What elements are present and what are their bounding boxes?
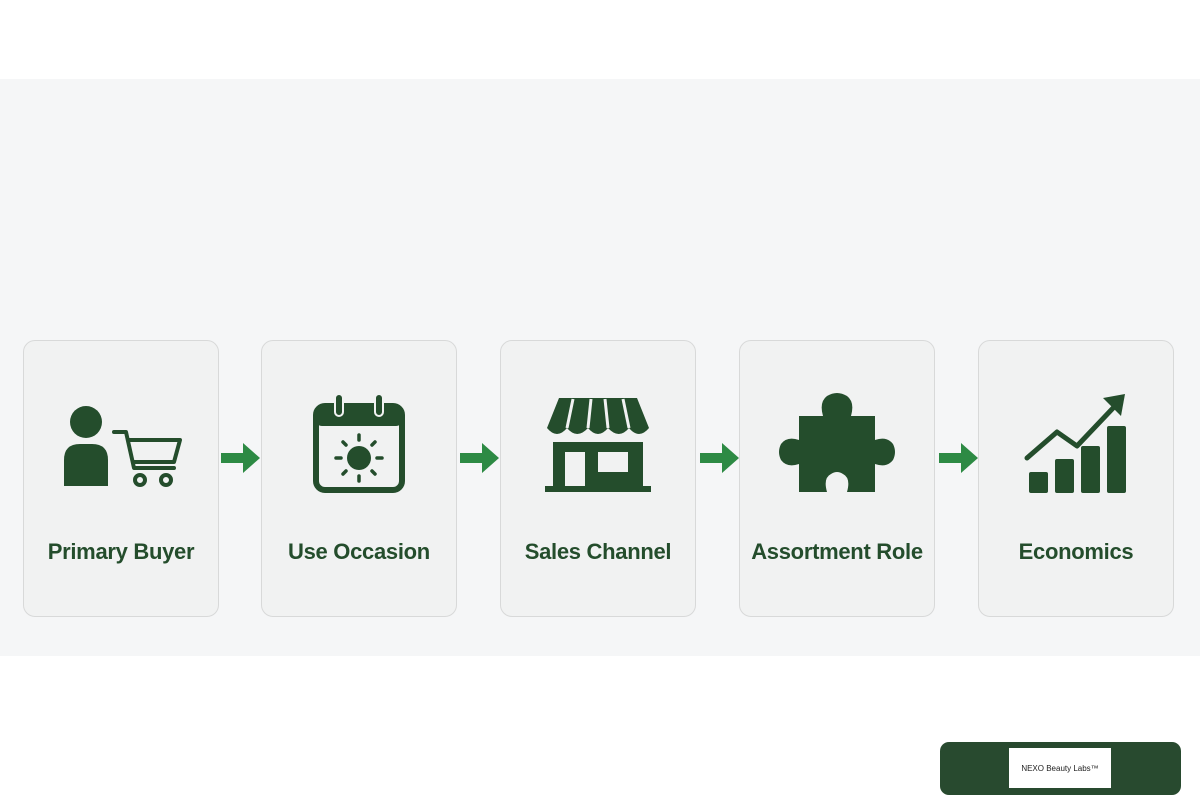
- step-card-economics: Economics: [978, 340, 1174, 617]
- brand-logo: NEXO Beauty Labs™: [1009, 748, 1111, 788]
- brand-badge: NEXO Beauty Labs™: [940, 742, 1181, 795]
- arrow-right-icon: [939, 443, 978, 473]
- step-card-use-occasion: Use Occasion: [261, 340, 457, 617]
- step-card-assortment-role: Assortment Role: [739, 340, 935, 617]
- step-label: Primary Buyer: [47, 539, 195, 564]
- step-label: Economics: [1018, 539, 1134, 564]
- brand-logo-text: NEXO Beauty Labs™: [1021, 763, 1099, 773]
- arrow-right-icon: [221, 443, 260, 473]
- growth-chart-icon: [1011, 389, 1141, 499]
- step-label: Use Occasion: [288, 539, 430, 564]
- calendar-sun-icon: [294, 389, 424, 499]
- step-label: Assortment Role: [751, 539, 923, 564]
- step-card-primary-buyer: Primary Buyer: [23, 340, 219, 617]
- step-card-sales-channel: Sales Channel: [500, 340, 696, 617]
- arrow-right-icon: [700, 443, 739, 473]
- step-label: Sales Channel: [524, 539, 672, 564]
- storefront-icon: [533, 389, 663, 499]
- arrow-right-icon: [460, 443, 499, 473]
- puzzle-piece-icon: [772, 389, 902, 499]
- buyer-cart-icon: [56, 389, 186, 499]
